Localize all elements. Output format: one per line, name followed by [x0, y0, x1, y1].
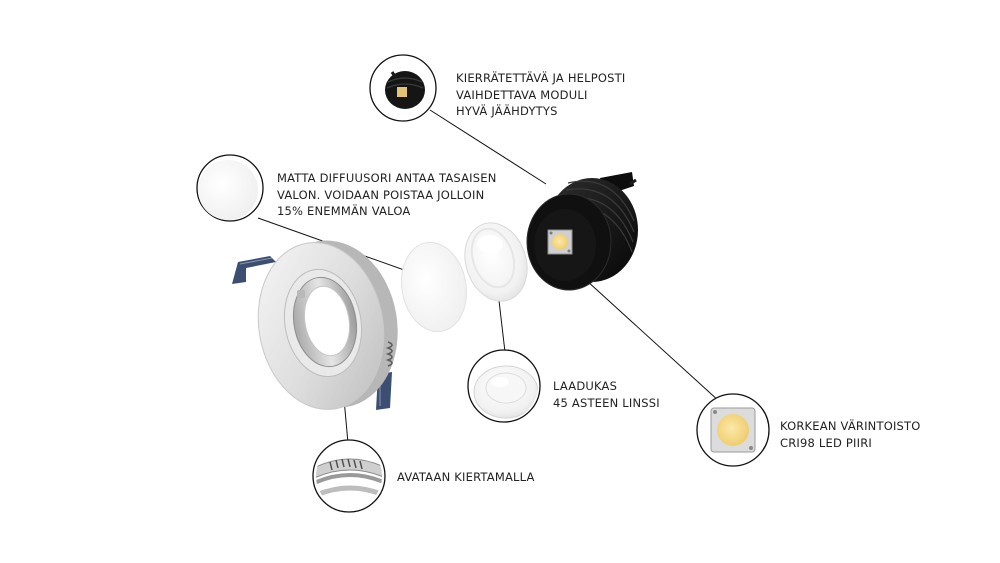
caption-lens: LAADUKAS 45 ASTEEN LINSSI: [553, 378, 660, 411]
caption-diffuser: MATTA DIFFUUSORI ANTAA TASAISEN VALON. V…: [277, 170, 497, 220]
led-chip-icon: [696, 393, 770, 467]
caption-module: KIERRÄTETTÄVÄ JA HELPOSTI VAIHDETTAVA MO…: [456, 70, 625, 120]
trim-ring: [257, 240, 398, 410]
caption-module-line-2: VAIHDETTAVA MODULI: [456, 87, 588, 102]
caption-lens-line-2: 45 ASTEEN LINSSI: [553, 395, 660, 410]
caption-housing: AVATAAN KIERTAMALLA: [397, 469, 535, 486]
caption-lens-line-1: LAADUKAS: [553, 379, 618, 393]
leader-line-lens: [497, 291, 506, 353]
diffuser-icon: [196, 154, 264, 222]
caption-diffuser-line-3: 15% ENEMMÄN VALOA: [277, 204, 411, 218]
leader-line-chip: [574, 269, 721, 403]
led-module-icon: [369, 54, 437, 122]
lens: [464, 222, 528, 302]
caption-chip-line-1: KORKEAN VÄRINTOISTO: [780, 419, 921, 433]
caption-module-line-1: KIERRÄTETTÄVÄ JA HELPOSTI: [456, 71, 626, 85]
spring-clip-top: [232, 256, 276, 284]
diffuser-disc: [401, 241, 467, 333]
caption-chip-line-2: CRI98 LED PIIRI: [780, 435, 872, 450]
caption-diffuser-line-1: MATTA DIFFUUSORI ANTAA TASAISEN: [277, 171, 497, 185]
twist-ring-icon: [312, 439, 386, 513]
caption-diffuser-line-2: VALON. VOIDAAN POISTAA JOLLOIN: [277, 187, 485, 202]
torsion-spring: [385, 341, 393, 367]
caption-housing-line-1: AVATAAN KIERTAMALLA: [397, 470, 535, 484]
caption-chip: KORKEAN VÄRINTOISTO CRI98 LED PIIRI: [780, 418, 921, 451]
caption-module-line-3: HYVÄ JÄÄHDYTYS: [456, 104, 558, 118]
lens-icon: [467, 349, 541, 423]
led-module-heatsink: [526, 172, 638, 291]
leader-line-module: [429, 109, 547, 185]
